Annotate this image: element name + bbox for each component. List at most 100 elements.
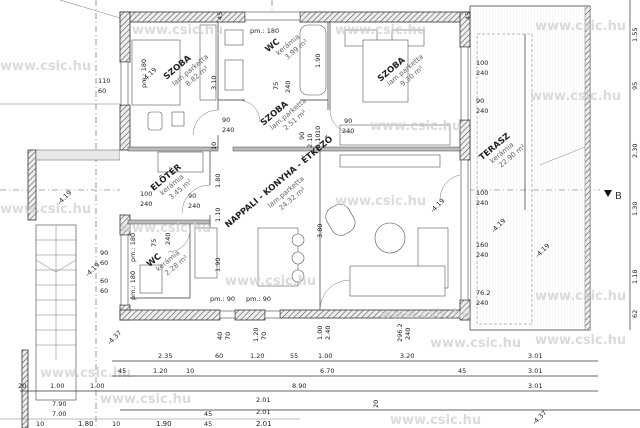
opening-width: 40 [216,332,224,340]
opening-width: 160 [476,241,488,249]
dimension: 3.10 [210,76,218,90]
dimension: 2.01 [256,408,270,416]
terrace [469,5,591,331]
opening-height: 2.40 [324,326,332,340]
furniture [131,24,451,297]
level-mark: -4.37 [106,329,124,347]
sill-height: pm.: 90 [210,295,235,303]
sill-height: pm.: 180 [129,233,137,262]
dimension: 1.30 [631,202,639,216]
sill-height: pm.: 180 [140,59,148,88]
dimension: 10 [36,420,44,428]
dimension: 55 [290,352,298,360]
door-swings [167,99,461,311]
dimension: 2.01 [256,420,272,428]
dimension: 1.55 [631,28,639,42]
dimension: 7.90 [52,400,66,408]
dimension: 2.01 [256,396,270,404]
walls [119,11,471,321]
dimension: 1.10 [314,134,322,148]
dimension: 60 [215,352,223,360]
watermark: www.csic.hu [40,366,131,381]
dimension: 1.00 [50,382,64,390]
dimension: 1.10 [214,208,222,222]
opening-height: 240 [342,127,354,135]
opening-height: 240 [164,233,172,245]
toilet [224,59,244,91]
dimension: 7.00 [52,410,66,418]
bed-double [362,39,409,103]
bottom-dimensions: 2.35 60 1.20 55 1.00 3.20 3.01 45 1.20 1… [0,352,640,428]
dimension: 10 [112,420,120,428]
dimension: 45 [458,367,466,375]
watermark: www.csic.hu [535,19,626,34]
watermark: www.csic.hu [535,289,626,304]
dimension: 1.18 [631,270,639,284]
sill-height: pm.: 180 [129,271,137,300]
wardrobe-1 [199,24,217,101]
watermark: www.csic.hu [380,307,471,322]
dimension: 20 [18,382,26,390]
opening-width: 75 [150,239,158,247]
watermark: www.csic.hu [0,59,91,74]
dimension: 3.20 [400,352,414,360]
sink [224,29,244,46]
kitchen-counter-1 [194,227,218,279]
watermark: www.csic.hu [530,89,621,104]
watermark: www.csic.hu [370,119,461,134]
dimension: 1.00 [318,352,332,360]
opening-width: 110 [98,77,110,85]
shoe-cabinet [157,151,204,173]
dimension: 10 [186,367,194,375]
chair [147,111,163,131]
dimension: 1.80 [78,420,94,428]
opening-height: 60 [100,287,108,295]
opening-height: 240 [476,107,488,115]
section-marker: B [604,190,622,202]
opening-width: 75 [272,82,280,90]
sofa [349,265,446,297]
dimension: 45 [204,410,212,418]
opening-width: 100 [476,59,488,67]
coffee-table [374,222,406,254]
tv-cabinet [339,154,441,168]
opening-height: 70 [260,332,268,340]
armchair [325,203,356,236]
opening-width: 90 [344,117,352,125]
wc-toilet [139,264,163,294]
opening-width: 90 [222,116,230,124]
watermark: www.csic.hu [335,194,426,209]
opening-height: 240 [140,200,152,208]
opening-width: 90 [476,97,484,105]
opening-height: 240 [222,126,234,134]
dimension: 1.00 [90,382,104,390]
opening-height: 240 [476,251,488,259]
opening-height: 70 [224,332,232,340]
opening-height: 240 [188,202,200,210]
dimension: 1.80 [214,174,222,188]
opening-width: 1.00 [316,326,324,340]
watermark: www.csic.hu [120,221,211,236]
opening-width: 1.20 [252,328,260,342]
opening-width: 60 [100,277,108,285]
dimension: 45 [464,12,472,20]
opening-height: 240 [476,69,488,77]
dimension: 1.20 [250,352,264,360]
inner-dimensions: 1.90 10 1.10 2.10 90 1.80 1.10 1.90 3.80… [210,12,472,272]
dimension: 1.20 [153,367,167,375]
watermark: www.csic.hu [430,336,521,351]
dimension: 90 [298,132,306,140]
dimension: 3.01 [528,367,542,375]
desk-chair [171,111,185,127]
sill-height: pm.: 90 [246,295,271,303]
dimension: 10 [210,142,218,150]
watermark: www.csic.hu [225,274,316,289]
dimension: 1.90 [214,258,222,272]
opening-width: 90 [188,192,196,200]
dimension: 45 [204,420,212,428]
watermark: www.csic.hu [132,23,223,38]
watermarks: www.csic.hu www.csic.hu www.csic.hu www.… [0,19,626,428]
bathtub [299,24,327,96]
opening-height: 240 [476,299,488,307]
